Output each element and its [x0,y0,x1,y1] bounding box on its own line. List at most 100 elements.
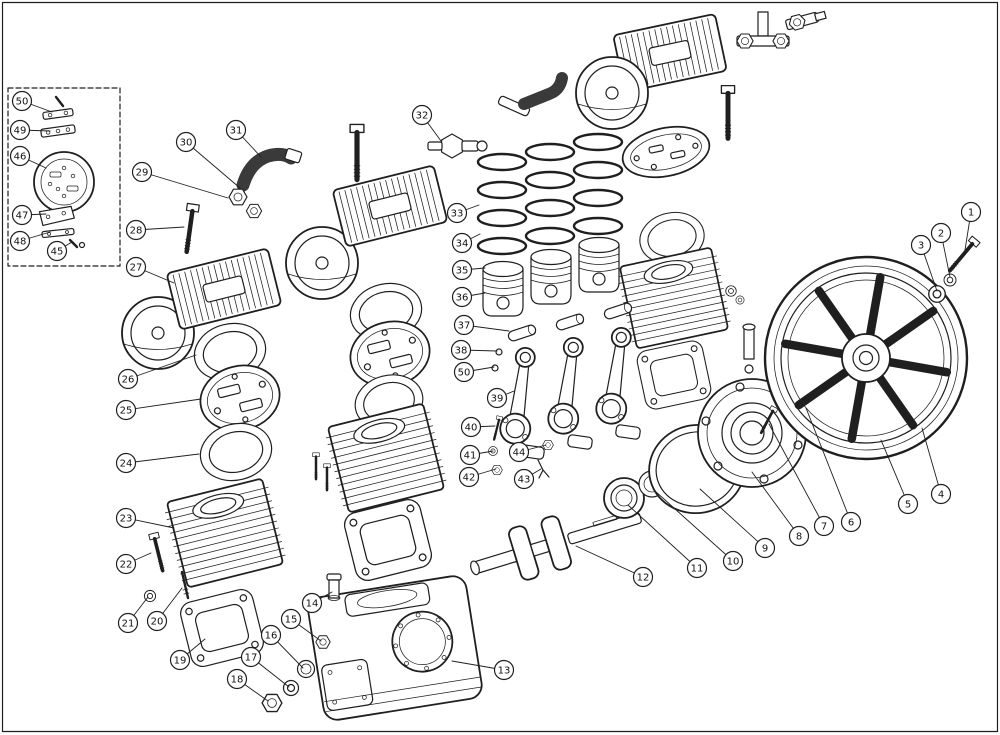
svg-text:28: 28 [130,225,143,236]
callout-42: 42 [458,466,497,488]
callout-49: 49 [9,119,51,141]
valve-clamp-top [42,108,74,120]
crankshaft [470,512,642,581]
callout-4: 4 [921,427,952,505]
svg-text:50: 50 [16,96,29,107]
svg-text:1: 1 [968,207,974,218]
elbow-nut-inner [245,203,263,219]
callout-36: 36 [451,286,486,308]
valve-plate-inset [33,151,95,213]
callout-20: 20 [146,587,183,632]
valve-reed-bracket [38,205,75,227]
left-cylinder-assembly [121,247,288,670]
callout-37: 37 [453,314,510,336]
valve-clamp-bottom [40,124,76,138]
callout-47: 47 [11,204,47,226]
callout-1: 1 [960,201,982,251]
callout-3: 3 [910,234,938,292]
cylinder-right [615,245,733,351]
oil-tube [742,323,756,374]
callout-28: 28 [125,219,185,241]
wrist-pin-1 [506,323,538,343]
check-valve [427,133,488,159]
cylinder-head-middle [331,164,449,248]
oil-fill-plug [315,635,331,649]
svg-text:47: 47 [16,210,29,221]
right-cylinder-assembly [575,12,745,412]
callout-43: 43 [513,468,542,490]
small-bolt-1 [311,451,321,481]
valve-screws [68,238,86,249]
inset-box [7,87,121,267]
svg-text:30: 30 [180,137,193,148]
piston-rings [476,132,624,256]
callout-50: 50 [11,90,53,113]
bolt-left-cylinder [146,530,170,574]
wrist-pin-3 [602,301,634,321]
callout-25: 25 [115,398,202,421]
wrist-pin-2 [554,312,586,332]
svg-text:16: 16 [265,630,278,641]
valve-plate-right [621,125,711,179]
svg-text:49: 49 [14,125,27,136]
washer-right-2 [735,295,745,305]
intake-elbow-left [236,147,298,192]
callout-21: 21 [117,596,149,634]
callout-44: 44 [508,441,547,463]
svg-text:10: 10 [727,556,740,567]
connecting-rod-3 [593,324,639,427]
svg-text:25: 25 [120,405,133,416]
svg-text:43: 43 [518,474,531,485]
svg-text:22: 22 [120,559,133,570]
svg-text:35: 35 [456,265,469,276]
breather [326,573,342,601]
flywheel [763,255,969,461]
callout-7: 7 [768,423,835,537]
callout-41: 41 [459,444,494,466]
svg-text:13: 13 [498,665,511,676]
callout-9: 9 [699,488,776,559]
callout-46: 46 [9,145,47,169]
elbow-tip [284,148,303,164]
cylinder-head-left [165,247,283,331]
callout-45: 45 [46,240,73,262]
svg-text:17: 17 [245,652,258,663]
small-bolt-2 [322,462,332,492]
svg-text:45: 45 [51,246,64,257]
callout-32: 32 [411,104,442,142]
svg-text:19: 19 [174,655,187,666]
flywheel-bolt [944,234,982,276]
pin-clip-1 [495,348,503,356]
svg-text:14: 14 [306,598,319,609]
svg-text:23: 23 [120,513,133,524]
svg-text:2: 2 [938,228,944,239]
svg-text:18: 18 [231,674,244,685]
oil-seal [603,477,645,519]
svg-text:27: 27 [130,262,143,273]
svg-text:38: 38 [455,345,468,356]
svg-text:24: 24 [120,458,133,469]
svg-text:34: 34 [456,238,469,249]
base-gasket-right [634,338,714,412]
callout-39: 39 [486,387,515,409]
callout-40: 40 [460,416,496,438]
piston-3 [578,236,620,293]
flywheel-washer-large [928,285,946,303]
callout-8: 8 [751,471,810,547]
oil-dipper [537,459,550,479]
callout-6: 6 [805,407,862,533]
discharge-elbow [497,72,568,117]
svg-text:33: 33 [451,208,464,219]
callout-31: 31 [225,119,262,158]
callout-48: 48 [9,230,51,252]
callout-15: 15 [280,608,322,642]
callout-18: 18 [226,668,269,702]
rod-cap-2 [567,434,593,450]
svg-text:42: 42 [463,472,476,483]
callout-33: 33 [446,202,480,224]
cylinder-gasket-left [193,415,279,489]
svg-text:21: 21 [122,618,135,629]
tee-fitting [736,11,790,49]
svg-text:29: 29 [136,167,149,178]
